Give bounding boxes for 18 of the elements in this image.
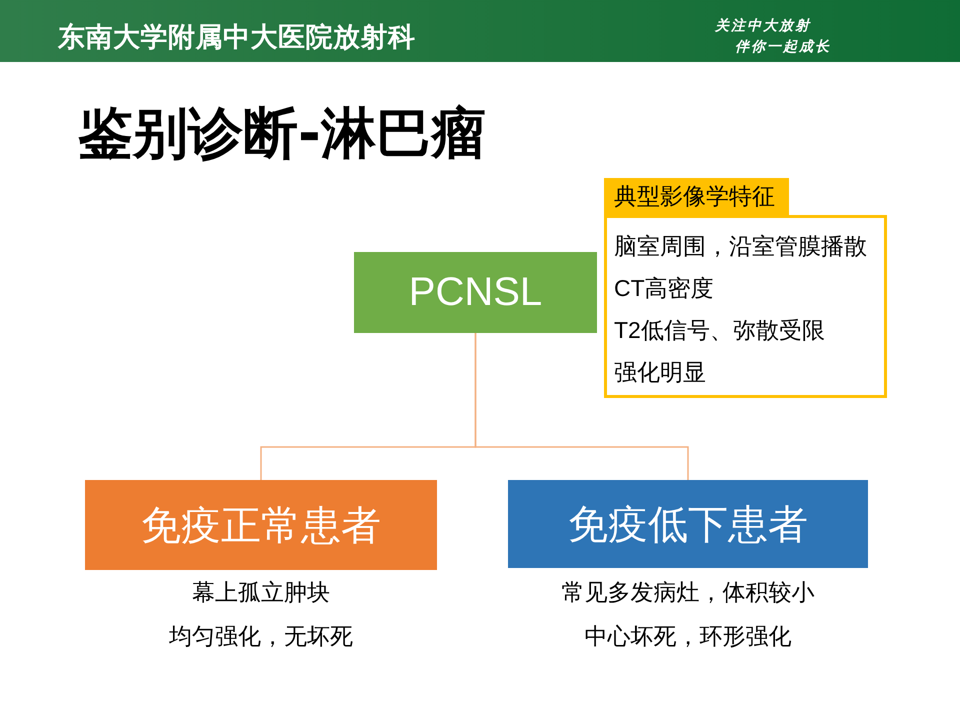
feature-text: T2低信号、弥散受限 bbox=[614, 316, 825, 345]
caption-text: 常见多发病灶，体积较小 bbox=[560, 578, 816, 607]
slogan-text: 关注中大放射 bbox=[715, 17, 811, 34]
callout-heading: 典型影像学特征 bbox=[604, 178, 789, 215]
category-box: PCNSL bbox=[354, 252, 597, 333]
callout-box bbox=[604, 178, 887, 398]
category-box: 免疫低下患者 bbox=[508, 480, 868, 568]
feature-text: CT高密度 bbox=[614, 274, 714, 303]
header-text: 东南大学附属中大医院放射科 bbox=[58, 22, 416, 54]
slogan-text: 伴你一起成长 bbox=[735, 38, 831, 55]
caption-text: 幕上孤立肿块 bbox=[191, 578, 331, 607]
feature-text: 强化明显 bbox=[614, 358, 706, 387]
slide-title: 鉴别诊断-淋巴瘤 bbox=[78, 100, 486, 166]
caption-text: 中心坏死，环形强化 bbox=[584, 622, 792, 651]
connector-line bbox=[474, 333, 689, 480]
category-box: 免疫正常患者 bbox=[85, 480, 437, 570]
caption-text: 均匀强化，无坏死 bbox=[168, 622, 354, 651]
feature-text: 脑室周围，沿室管膜播散 bbox=[614, 232, 867, 261]
